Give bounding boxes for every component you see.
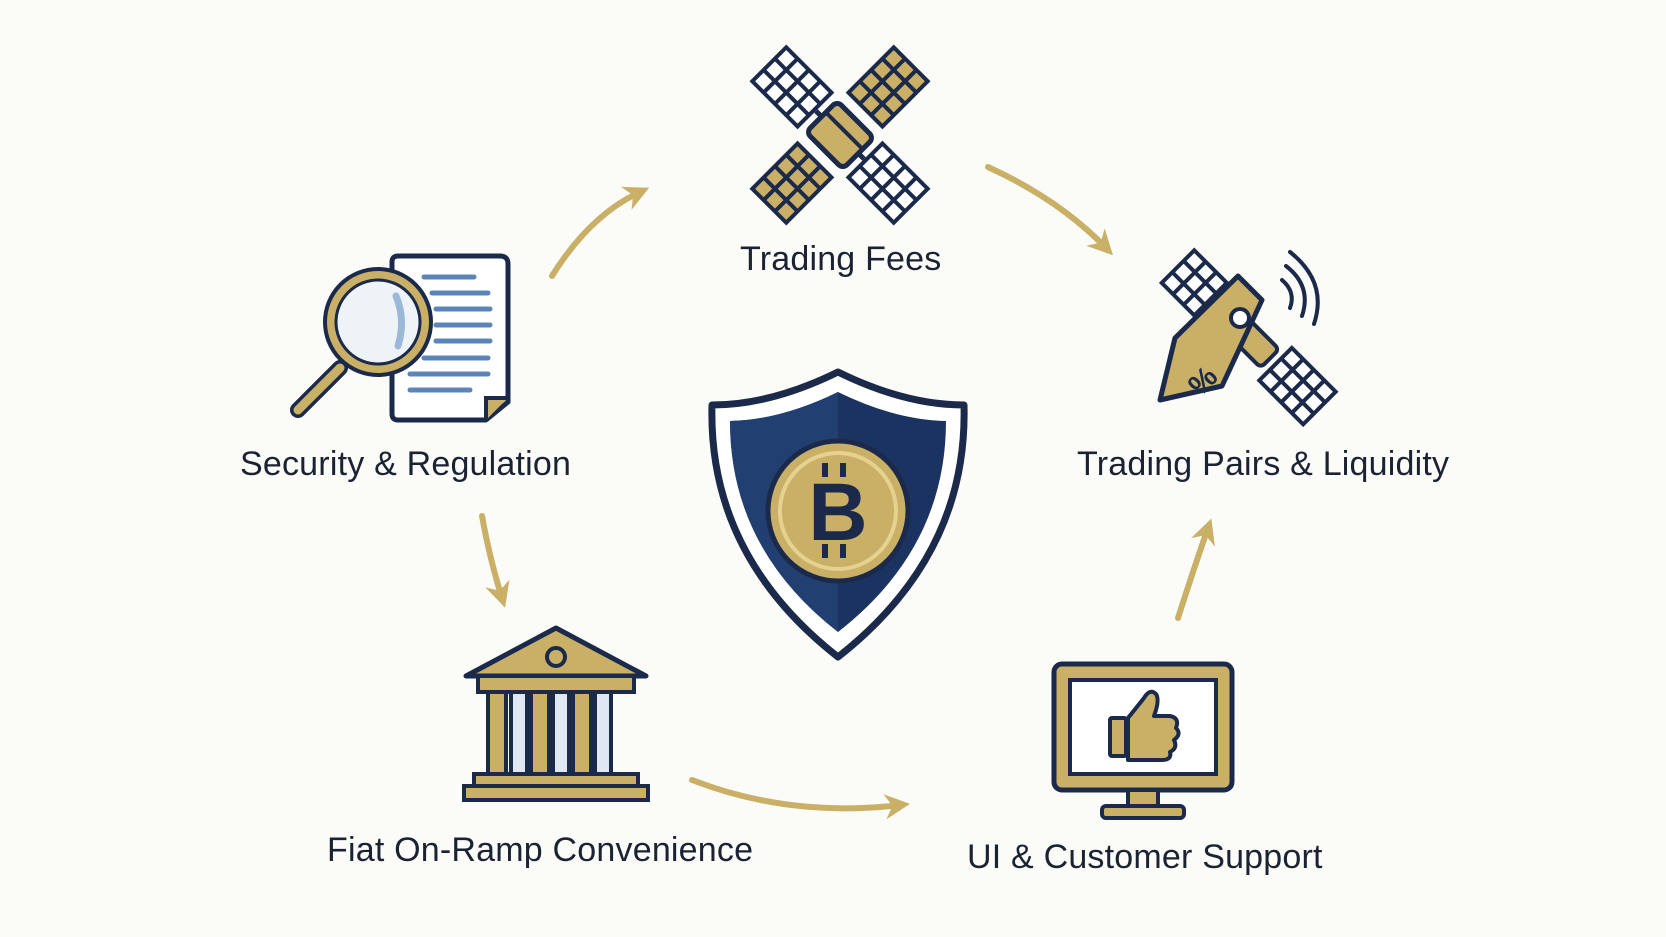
satellite-price-tag-icon: % <box>1157 247 1339 428</box>
cycle-arrows <box>479 164 1215 820</box>
satellite-icon <box>749 44 931 226</box>
arrow-security-to-fiat <box>479 513 510 608</box>
monitor-thumbs-up-icon <box>1051 661 1235 820</box>
arrow-fees-to-pairs <box>985 164 1113 256</box>
magnifier-document-icon <box>290 253 511 423</box>
arrow-fiat-to-ui <box>689 777 911 820</box>
node-label-trading-pairs: Trading Pairs & Liquidity <box>1077 445 1450 483</box>
shield-bitcoin-icon: B <box>708 368 968 661</box>
node-label-fiat-onramp: Fiat On-Ramp Convenience <box>327 831 754 869</box>
node-label-security: Security & Regulation <box>240 445 572 483</box>
bank-building-icon <box>462 625 650 802</box>
satellite-panels-secondary <box>749 44 931 226</box>
node-label-trading-fees: Trading Fees <box>740 240 942 278</box>
arrow-pairs-down-to-ui <box>1175 518 1215 621</box>
arrow-security-to-fees <box>549 186 650 279</box>
node-label-ui-support: UI & Customer Support <box>967 838 1323 876</box>
bitcoin-symbol: B <box>808 467 867 558</box>
